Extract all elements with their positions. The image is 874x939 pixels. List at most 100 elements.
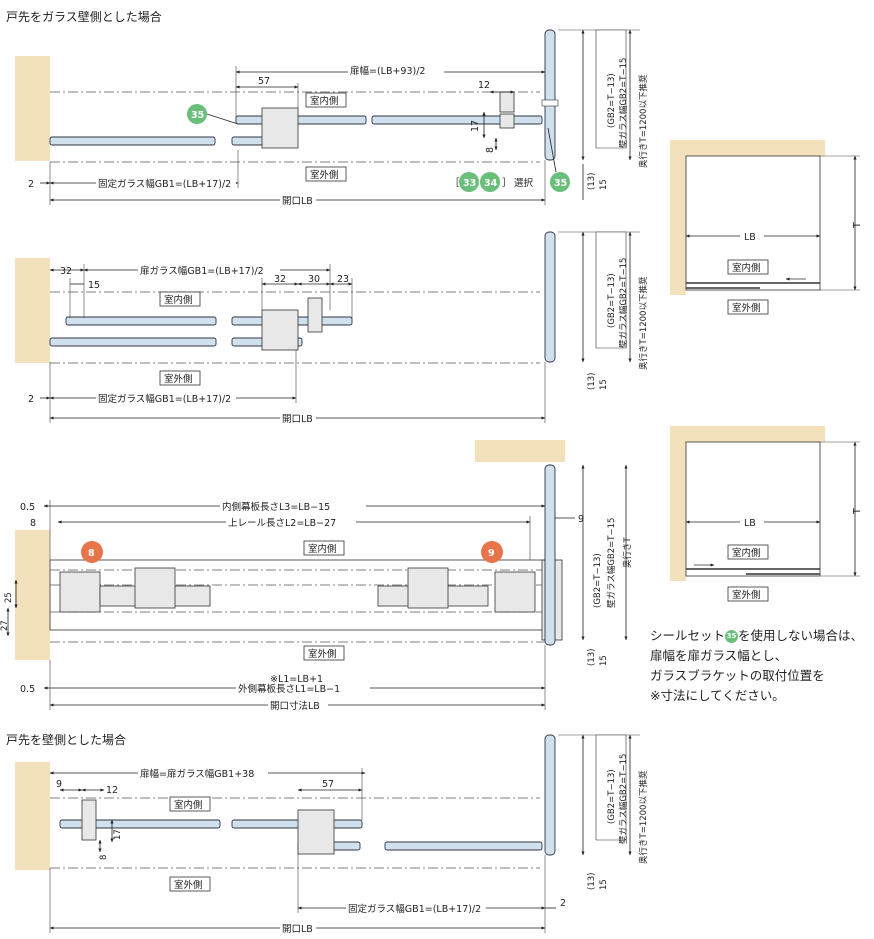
svg-text:壁ガラス幅GB2=T−15: 壁ガラス幅GB2=T−15 <box>606 518 617 608</box>
svg-text:(13): (13) <box>587 873 597 890</box>
svg-text:9: 9 <box>578 514 584 525</box>
svg-text:35: 35 <box>191 110 204 121</box>
svg-text:［: ［ <box>450 178 460 189</box>
svg-text:32: 32 <box>60 266 72 277</box>
dim-opening: 開口LB <box>282 196 313 207</box>
svg-text:室内側: 室内側 <box>732 262 761 274</box>
svg-text:33: 33 <box>463 178 476 189</box>
svg-text:奥行きT: 奥行きT <box>622 536 633 568</box>
svg-text:壁ガラス幅GB2=T−15: 壁ガラス幅GB2=T−15 <box>618 258 629 348</box>
indoor-label: 室内側 <box>310 95 339 107</box>
svg-text:開口寸法LB: 開口寸法LB <box>270 700 320 712</box>
svg-text:室外側: 室外側 <box>732 589 761 601</box>
svg-text:※L1=LB+1: ※L1=LB+1 <box>270 674 323 685</box>
svg-text:壁ガラス幅GB2=T−15: 壁ガラス幅GB2=T−15 <box>618 754 629 844</box>
outdoor-label: 室外側 <box>310 169 339 181</box>
plan-view-bottom: LB 室内側 室外側 T <box>670 426 863 602</box>
svg-text:LB: LB <box>744 232 756 243</box>
svg-text:57: 57 <box>322 779 334 790</box>
svg-text:室外側: 室外側 <box>164 373 193 385</box>
svg-text:(13): (13) <box>587 173 597 190</box>
svg-text:9: 9 <box>488 548 495 559</box>
svg-text:奥行きT=1200以下推奨: 奥行きT=1200以下推奨 <box>638 74 649 168</box>
svg-text:15: 15 <box>599 879 609 890</box>
door-glass-panel <box>235 115 367 125</box>
dim-8: 8 <box>485 147 496 153</box>
svg-text:15: 15 <box>599 179 609 190</box>
diagram-glass-wall-second: 室内側 室外側 32 扉ガラス幅GB1=(LB+17)/2 15 32 30 2… <box>15 231 649 425</box>
wall-glass-panel <box>544 29 556 161</box>
svg-text:(GB2=T−13): (GB2=T−13) <box>607 769 617 824</box>
svg-text:T: T <box>852 508 863 515</box>
badge-35-right <box>550 172 570 192</box>
badge-35-left <box>187 104 207 124</box>
svg-text:外側幕板長さL1=LB−1: 外側幕板長さL1=LB−1 <box>238 683 340 695</box>
svg-text:開口LB: 開口LB <box>282 414 313 425</box>
badge-34 <box>480 172 500 192</box>
select-label: 選択 <box>514 177 534 189</box>
svg-text:35: 35 <box>554 178 567 189</box>
wall-block <box>15 56 50 161</box>
svg-text:2: 2 <box>560 898 566 909</box>
badge-9 <box>481 541 503 563</box>
dim-12: 12 <box>478 80 490 91</box>
svg-text:8: 8 <box>88 548 95 559</box>
svg-text:23: 23 <box>337 274 349 285</box>
svg-text:上レール長さL2=LB−27: 上レール長さL2=LB−27 <box>228 518 336 529</box>
svg-text:8: 8 <box>30 518 36 529</box>
diagram-glass-wall-top: 室内側 室外側 扉幅=(LB+93)/2 57 12 17 8 2 固定ガラス幅… <box>15 29 649 207</box>
svg-text:固定ガラス幅GB1=(LB+17)/2: 固定ガラス幅GB1=(LB+17)/2 <box>98 393 231 405</box>
svg-text:12: 12 <box>106 785 118 796</box>
seal-set-badge: 35 <box>725 630 739 643</box>
svg-text:(13): (13) <box>587 649 597 666</box>
svg-text:(GB2=T−13): (GB2=T−13) <box>607 273 617 328</box>
heading-glass-wall-side: 戸先をガラス壁側とした場合 <box>6 10 162 24</box>
diagram-wall-side: 室内側 室外側 扉幅=扉ガラス幅GB1+38 9 12 57 17 8 固定ガラ… <box>15 734 649 935</box>
svg-text:］: ］ <box>502 178 512 189</box>
svg-text:室内側: 室内側 <box>174 799 203 811</box>
svg-text:T: T <box>852 222 863 229</box>
wall-block <box>15 762 50 870</box>
svg-text:15: 15 <box>599 379 609 390</box>
svg-text:(GB2=T−13): (GB2=T−13) <box>607 73 617 128</box>
svg-text:27: 27 <box>0 620 10 631</box>
svg-text:LB: LB <box>744 518 756 529</box>
heading-wall-side: 戸先を壁側とした場合 <box>6 733 127 747</box>
badge-8 <box>81 541 103 563</box>
svg-text:(13): (13) <box>587 373 597 390</box>
svg-text:8: 8 <box>99 855 109 860</box>
svg-text:固定ガラス幅GB1=(LB+17)/2: 固定ガラス幅GB1=(LB+17)/2 <box>348 903 481 915</box>
svg-text:15: 15 <box>599 655 609 666</box>
svg-text:奥行きT=1200以下推奨: 奥行きT=1200以下推奨 <box>638 770 649 864</box>
svg-text:30: 30 <box>308 274 320 285</box>
svg-text:9: 9 <box>56 779 62 790</box>
bracket-right <box>494 571 536 613</box>
svg-text:室内側: 室内側 <box>164 294 193 306</box>
svg-text:17: 17 <box>113 829 123 840</box>
svg-text:34: 34 <box>484 178 498 189</box>
svg-text:開口LB: 開口LB <box>282 924 313 935</box>
svg-text:壁ガラス幅GB2=T−15: 壁ガラス幅GB2=T−15 <box>618 58 629 148</box>
svg-text:扉幅=扉ガラス幅GB1+38: 扉幅=扉ガラス幅GB1+38 <box>140 768 254 780</box>
svg-text:奥行きT=1200以下推奨: 奥行きT=1200以下推奨 <box>638 276 649 370</box>
svg-text:扉ガラス幅GB1=(LB+17)/2: 扉ガラス幅GB1=(LB+17)/2 <box>140 265 264 277</box>
svg-text:32: 32 <box>274 274 286 285</box>
bracket-left <box>59 571 101 613</box>
wall-block <box>15 530 50 660</box>
svg-text:0.5: 0.5 <box>20 502 35 513</box>
fixed-glass-panel <box>49 136 216 146</box>
ceiling-block <box>475 440 565 462</box>
svg-text:2: 2 <box>28 394 34 405</box>
diagram-front-elevation: 室内側 室外側 0.5 内側幕板長さL3=LB−15 8 上レール長さL2=LB… <box>0 440 633 712</box>
dim-57: 57 <box>258 76 270 87</box>
svg-text:25: 25 <box>4 592 14 603</box>
svg-text:室外側: 室外側 <box>174 879 203 891</box>
svg-text:15: 15 <box>88 280 100 291</box>
svg-text:室内側: 室内側 <box>308 543 337 555</box>
plan-view-top: LB 室内側 室外側 T <box>670 140 863 315</box>
svg-text:(GB2=T−13): (GB2=T−13) <box>593 553 603 608</box>
dim-2: 2 <box>28 179 34 190</box>
svg-text:0.5: 0.5 <box>20 684 35 695</box>
